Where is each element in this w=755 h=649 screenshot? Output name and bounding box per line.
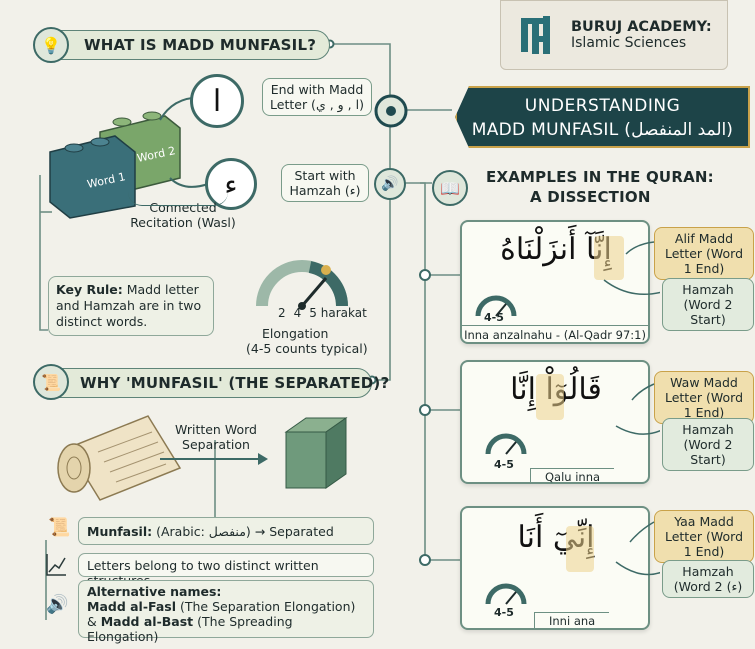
key-rule-box: Key Rule: Madd letter and Hamzah are in … (48, 276, 214, 336)
label-pointer-arrows (603, 241, 660, 576)
example-2-caption: Qalu inna (530, 468, 615, 484)
speaker-icon: 🔊 (46, 594, 69, 615)
connected-recitation: Connected Recitation (Wasl) (130, 200, 236, 230)
example-3-caption: Inni ana (534, 612, 610, 628)
alt2-prefix: & (87, 614, 101, 629)
title-banner: UNDERSTANDING MADD MUNFASIL (المد المنفص… (455, 86, 750, 148)
example-2-label2: Hamzah (Word 2 Start) (662, 418, 754, 471)
example-1-gauge (475, 295, 517, 317)
alt-names-box: Alternative names: Madd al-Fasl (The Sep… (78, 580, 374, 644)
alt-names-title: Alternative names: (87, 584, 222, 599)
example-1-label1: Alif Madd Letter (Word 1 End) (654, 227, 754, 280)
munfasil-row: Munfasil: (Arabic: منفصل) → Separated (78, 517, 374, 545)
structures-row: Letters belong to two distinct written s… (78, 553, 374, 588)
parchment-icon: 📜 (48, 517, 71, 538)
chart-line-icon (46, 554, 66, 576)
example-3-gauge-value: 4-5 (494, 606, 514, 619)
example-1-label2: Hamzah (Word 2 Start) (662, 278, 754, 331)
examples-heading-2: A DISSECTION (530, 188, 651, 206)
hamzah-circle: ء (205, 158, 257, 210)
written-separation: Written Word Separation (175, 422, 257, 452)
start-label: Start with Hamzah (ء) (281, 164, 369, 202)
example-1-arabic: إِنَّآ أَنزَلْنَاهُ (500, 232, 612, 267)
end-label: End with Madd Letter (ا , و , ي) (262, 78, 372, 116)
gauge-tick-2: 2 (278, 306, 286, 320)
section2-heading: WHY 'MUNFASIL' (THE SEPARATED)? (80, 374, 390, 392)
section1-header (36, 30, 330, 60)
key-rule-label: Key Rule: (56, 282, 123, 297)
alt1-bold: Madd al-Fasl (87, 599, 176, 614)
section2-header (36, 368, 372, 398)
example-1-caption: Inna anzalnahu - (Al-Qadr 97:1) (462, 325, 648, 342)
elongation-title: Elongation (262, 326, 329, 341)
alif-circle: ا (190, 74, 244, 128)
examples-heading-1: EXAMPLES IN THE QURAN: (486, 168, 714, 186)
gauge-ticks: 2 4 5 harakat (258, 306, 378, 320)
book-icon: 📖 (432, 170, 468, 206)
speaker-node-icon[interactable]: 🔊 (374, 168, 406, 200)
gauge-tick-5: 5 harakat (309, 306, 367, 320)
alt2-text: (The Spreading Elongation) (87, 614, 293, 644)
munfasil-label: Munfasil: (87, 524, 153, 539)
example-2-gauge (485, 433, 527, 455)
section1-heading: WHAT IS MADD MUNFASIL? (84, 36, 317, 54)
example-2-highlight (536, 374, 564, 420)
example-1-highlight (594, 236, 624, 280)
lightbulb-icon: 💡 (33, 27, 69, 63)
example-2-label1: Waw Madd Letter (Word 1 End) (654, 371, 754, 424)
example-1-gauge-value: 4-5 (484, 311, 504, 324)
example-3-label1: Yaa Madd Letter (Word 1 End) (654, 510, 754, 563)
separation-arrow (160, 453, 268, 465)
example-3-label2: Hamzah (Word 2 (ء) (662, 560, 754, 598)
scroll-illustration (57, 415, 182, 501)
word-blocks-illustration: Word 1 Word 2 (49, 111, 181, 219)
scroll-icon: 📜 (33, 364, 69, 400)
brand-sub: Islamic Sciences (571, 35, 687, 51)
key-rule-text: Madd letter and Hamzah are in two distin… (56, 282, 202, 329)
connected-brace (128, 192, 228, 206)
cube-illustration (284, 417, 348, 489)
alt1-text: (The Separation Elongation) (176, 599, 356, 614)
brand-box: BURUJ ACADEMY: Islamic Sciences (500, 0, 728, 70)
academy-logo-icon (521, 16, 550, 54)
elongation-sub: (4-5 counts typical) (246, 341, 368, 356)
brand-name: BURUJ ACADEMY: (571, 19, 712, 35)
example-2-gauge-value: 4-5 (494, 458, 514, 471)
alif-glyph: ا (212, 83, 222, 119)
title-line1: UNDERSTANDING (524, 96, 681, 116)
gauge-tick-4: 4 (293, 306, 302, 320)
alt2-bold: Madd al-Bast (100, 614, 194, 629)
example-3-gauge (485, 583, 527, 605)
munfasil-text: (Arabic: منفصل) → Separated (152, 524, 334, 539)
elongation-gauge (256, 260, 348, 310)
title-line2: MADD MUNFASIL (المد المنفصل) (471, 120, 734, 140)
example-card-3 (460, 506, 650, 630)
example-3-highlight (566, 526, 594, 572)
